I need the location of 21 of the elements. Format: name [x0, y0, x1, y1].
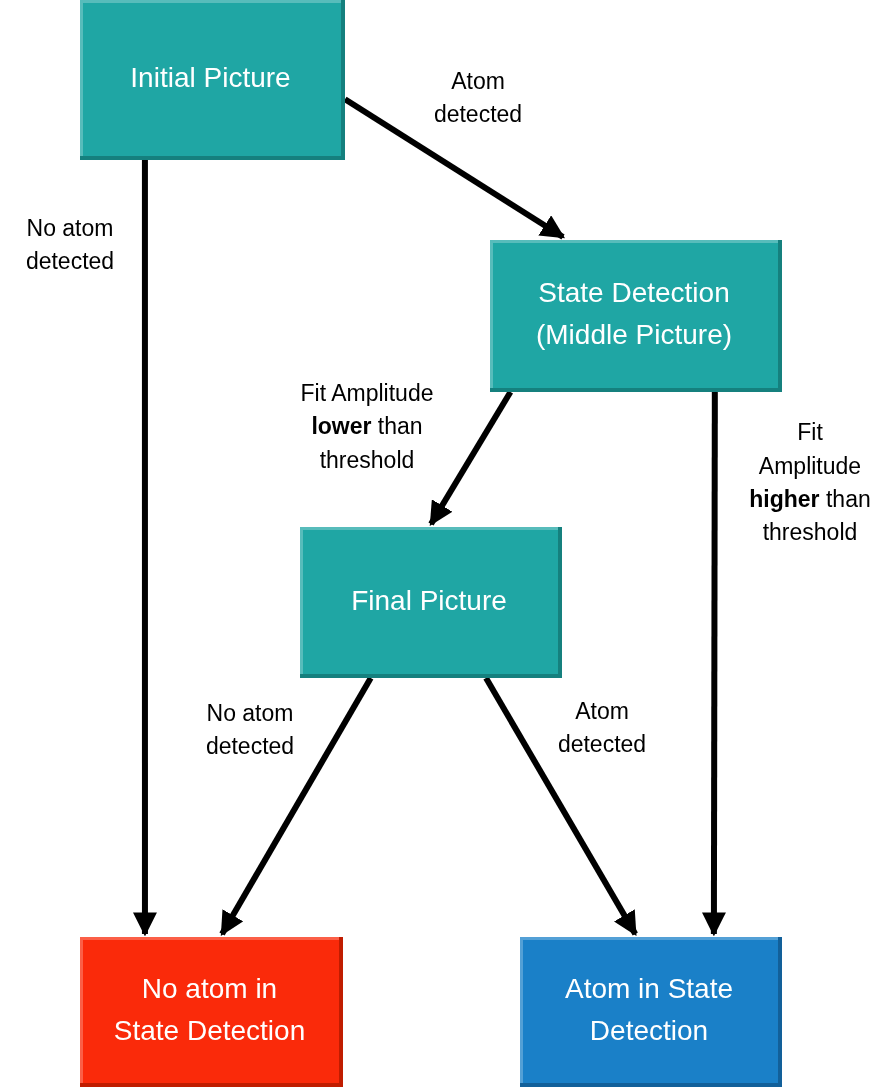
edge-label: No atom detected: [204, 698, 296, 761]
edge-label: Fit Amplitude higher than threshold: [748, 418, 872, 548]
arrow: [483, 676, 638, 937]
edge-label: No atom detected: [24, 213, 116, 276]
box-text: No atom in State Detection: [112, 972, 307, 1048]
process-box: [80, 937, 343, 1087]
process-box: [490, 240, 782, 392]
edge-label: Atom detected: [432, 66, 524, 129]
arrow: [428, 390, 513, 527]
box-text: Initial Picture: [130, 61, 291, 95]
box-text: Final Picture: [351, 583, 507, 618]
box-text: Atom in State Detection: [563, 972, 735, 1048]
edge-label: Atom detected: [556, 696, 648, 759]
process-box: [80, 0, 345, 160]
arrow: [701, 392, 726, 937]
arrow: [219, 676, 374, 937]
arrow: [132, 160, 157, 937]
box-text: State Detection (Middle Picture): [534, 276, 734, 352]
process-box: [300, 527, 562, 678]
edge-label: Fit Amplitude lower than threshold: [299, 379, 435, 475]
process-box: [520, 937, 782, 1087]
